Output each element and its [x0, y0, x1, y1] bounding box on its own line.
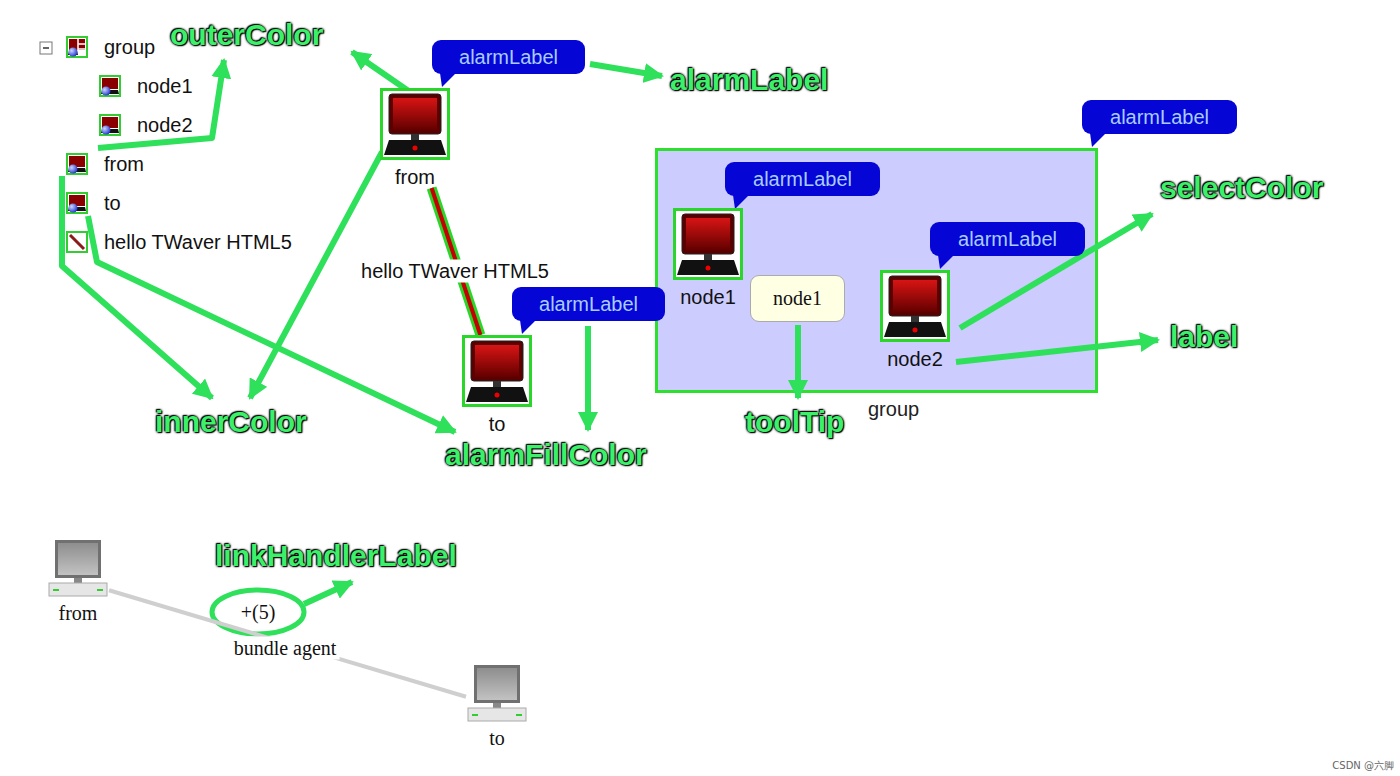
network-node: node1 — [673, 208, 743, 308]
tree-item: to — [104, 192, 121, 215]
monitor-icon — [673, 208, 743, 280]
tree-expander — [40, 42, 52, 54]
tree-item: node1 — [137, 75, 193, 98]
annotation-word: linkHandlerLabel — [215, 539, 457, 573]
alarm-bubble: alarmLabel — [930, 222, 1085, 256]
bubble-pointer — [520, 320, 536, 334]
highlight-ring — [212, 590, 304, 634]
annotation-arrow — [352, 52, 410, 92]
node-label: from — [380, 166, 450, 188]
tree-icon — [67, 232, 87, 252]
link-label: hello TWaver HTML5 — [358, 260, 552, 283]
annotation-arrow — [590, 64, 662, 76]
monitor-icon — [880, 270, 950, 342]
monitor-icon — [380, 88, 450, 160]
annotation-word: outerColor — [170, 18, 323, 52]
watermark: CSDN @六脚 — [1332, 759, 1394, 773]
computer-icon — [466, 663, 528, 725]
node-label: alarmLabel — [1092, 103, 1227, 131]
bubble-pointer — [938, 255, 954, 269]
computer-node: to — [466, 663, 528, 749]
annotation-arrow — [956, 340, 1158, 362]
monitor-icon — [383, 91, 447, 157]
tree-icon — [67, 37, 87, 57]
annotation-word: selectColor — [1160, 171, 1323, 205]
tree-item: group — [104, 36, 155, 59]
group-box: groupalarmLabelnode1node1alarmLabelnode2 — [655, 148, 1098, 393]
node-label: node1 — [773, 287, 822, 310]
monitor-icon — [462, 335, 532, 407]
alarm-bubble: alarmLabel — [1082, 100, 1237, 134]
computer-icon — [466, 663, 528, 725]
annotation-arrow — [585, 326, 591, 430]
annotation-word: toolTip — [745, 405, 844, 439]
node-label: to — [462, 413, 532, 435]
alarm-bubble: alarmLabel — [725, 162, 880, 196]
monitor-icon — [676, 211, 740, 277]
node-label: alarmLabel — [442, 43, 575, 71]
network-node: to — [462, 335, 532, 435]
node-label: from — [47, 602, 109, 624]
node-label: node2 — [880, 348, 950, 370]
annotation-word: alarmFillColor — [445, 438, 647, 472]
computer-node: from — [47, 538, 109, 624]
alarm-bubble: alarmLabel — [432, 40, 585, 74]
tree-icon — [67, 193, 87, 213]
link-label: bundle agent — [231, 637, 340, 660]
tree-icon — [100, 115, 120, 135]
tree-icon — [100, 76, 120, 96]
bubble-pointer — [733, 195, 749, 209]
annotation-word: innerColor — [155, 405, 307, 439]
monitor-icon — [465, 338, 529, 404]
computer-icon — [47, 538, 109, 600]
node-label: to — [466, 727, 528, 749]
node-label: node1 — [673, 286, 743, 308]
computer-icon — [47, 538, 109, 600]
annotation-arrow — [88, 216, 455, 432]
group-name: group — [868, 398, 919, 420]
annotation-word: label — [1170, 320, 1238, 354]
annotation-arrow — [62, 176, 212, 398]
tree-item: hello TWaver HTML5 — [104, 231, 292, 254]
node-label: alarmLabel — [940, 225, 1075, 253]
node-label: alarmLabel — [735, 165, 870, 193]
bubble-pointer — [440, 73, 456, 87]
tree-icon — [67, 154, 87, 174]
annotation-word: alarmLabel — [670, 63, 828, 97]
network-node: node2 — [880, 270, 950, 370]
bubble-pointer — [1090, 133, 1106, 147]
bundle-link — [109, 590, 466, 697]
handler-count: +(5) — [239, 601, 278, 624]
alarm-bubble: alarmLabel — [512, 287, 665, 321]
monitor-icon — [883, 273, 947, 339]
network-node: from — [380, 88, 450, 188]
link-stroke — [109, 590, 466, 697]
annotation-arrow — [795, 325, 801, 398]
tree-expander — [43, 47, 49, 49]
annotation-arrow — [304, 582, 352, 604]
node-label: alarmLabel — [522, 290, 655, 318]
tree-item: from — [104, 153, 144, 176]
tree-item: node2 — [137, 114, 193, 137]
annotation-arrows — [62, 52, 662, 604]
tooltip-box: node1 — [750, 275, 845, 322]
annotation-arrow — [98, 60, 224, 148]
